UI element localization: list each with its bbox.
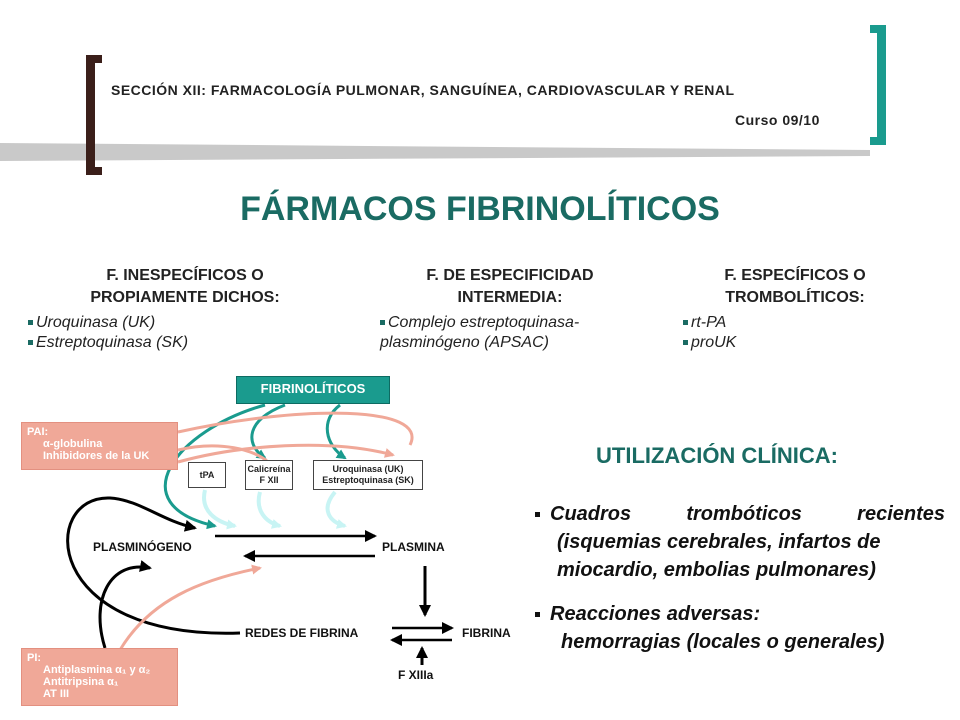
list-item: rt-PA — [683, 313, 736, 333]
pi-line: Antiplasmina α₁ y α₂ — [43, 664, 151, 676]
header-decoration — [0, 25, 886, 175]
arrow-calicreina-to-plasmina — [256, 491, 282, 529]
calicreina-label: Calicreína — [247, 464, 291, 474]
right-bracket-top — [870, 25, 886, 33]
course-label: Curso 09/10 — [735, 112, 820, 128]
column-heading: F. INESPECÍFICOS O — [106, 267, 264, 284]
arrow-pi-to-plasmina — [118, 564, 262, 651]
tpa-box: tPA — [188, 462, 226, 488]
arrow-tpa-to-plasmina — [202, 489, 237, 530]
uso-clinico-list: Cuadros trombóticos recientes (isquemias… — [535, 500, 945, 656]
pai-line: α-globulina — [43, 438, 103, 450]
column-especificos: F. ESPECÍFICOS O TROMBOLÍTICOS: — [680, 265, 910, 309]
page-title: FÁRMACOS FIBRINOLÍTICOS — [240, 190, 720, 228]
list-item-continuation: miocardio, embolias pulmonares) — [557, 559, 876, 581]
column-heading: F. DE ESPECIFICIDAD — [426, 267, 594, 284]
uk-label: Uroquinasa (UK) — [332, 464, 404, 474]
uso-clinico-title: UTILIZACIÓN CLÍNICA: — [596, 443, 838, 468]
pi-line: Antitripsina α₁ — [43, 676, 119, 688]
column-intermedia: F. DE ESPECIFICIDAD INTERMEDIA: — [385, 265, 635, 309]
list-item-continuation: (isquemias cerebrales, infartos de — [557, 531, 881, 553]
sk-label: Estreptoquinasa (SK) — [322, 475, 414, 485]
column-heading: PROPIAMENTE DICHOS: — [90, 289, 280, 306]
fibrina-label: FIBRINA — [462, 626, 511, 640]
pai-line: Inhibidores de la UK — [43, 450, 150, 462]
uk-sk-box: Uroquinasa (UK) Estreptoquinasa (SK) — [313, 460, 423, 490]
calicreina-box: Calicreína F XII — [245, 460, 293, 490]
arrow-fibrinoliticos-to-uk-sk — [325, 403, 347, 460]
pai-title: PAI: — [27, 426, 49, 438]
arrow-uk-to-plasmina — [325, 490, 347, 529]
arrow-fibrinoliticos-to-calicreina — [250, 403, 286, 460]
column-heading: INTERMEDIA: — [457, 289, 563, 306]
fxiiia-label: F XIIIa — [398, 668, 434, 682]
fibrinoliticos-box: FIBRINOLÍTICOS — [236, 376, 390, 404]
fxii-label: F XII — [259, 475, 279, 485]
arrow-pai-to-uk — [177, 443, 395, 464]
list-item: Complejo estreptoquinasa- — [380, 313, 579, 333]
pi-title: PI: — [27, 652, 42, 664]
list-item: proUK — [683, 333, 736, 353]
arrow-pai-to-tpa — [177, 411, 414, 446]
right-bracket-bottom — [870, 137, 886, 145]
list-item: Reacciones adversas: — [535, 600, 945, 628]
column-items: rt-PA proUK — [683, 313, 736, 353]
column-heading: F. ESPECÍFICOS O — [724, 267, 866, 284]
section-title: SECCIÓN XII: FARMACOLOGÍA PULMONAR, SANG… — [111, 82, 735, 98]
arrow-pi-to-plasminogeno — [98, 560, 152, 649]
plasminogeno-label: PLASMINÓGENO — [93, 540, 192, 554]
column-heading: TROMBOLÍTICOS: — [725, 289, 865, 306]
pi-line: AT III — [43, 688, 70, 700]
list-item: plasminógeno (APSAC) — [380, 334, 549, 351]
plasmina-label: PLASMINA — [382, 540, 445, 554]
list-item: Uroquinasa (UK) — [28, 313, 188, 333]
right-bracket-vertical — [877, 25, 886, 145]
left-bracket-vertical — [86, 55, 95, 175]
arrow-pai-to-calicreina — [177, 444, 270, 464]
list-item: Cuadros trombóticos recientes — [535, 500, 945, 528]
left-bracket-top — [86, 55, 102, 63]
left-bracket-bottom — [86, 167, 102, 175]
list-item-continuation: hemorragias (locales o generales) — [561, 631, 885, 653]
column-inespecificos: F. INESPECÍFICOS O PROPIAMENTE DICHOS: — [60, 265, 310, 309]
header-bar — [0, 143, 870, 161]
column-items: Complejo estreptoquinasa- plasminógeno (… — [380, 313, 579, 353]
column-items: Uroquinasa (UK) Estreptoquinasa (SK) — [28, 313, 188, 353]
list-item: Estreptoquinasa (SK) — [28, 333, 188, 353]
arrow-redes-to-plasminogeno-loop — [66, 496, 241, 635]
redes-fibrina-label: REDES DE FIBRINA — [245, 626, 359, 640]
pi-box: PI: Antiplasmina α₁ y α₂ Antitripsina α₁… — [21, 648, 178, 706]
pai-box: PAI: α-globulina Inhibidores de la UK — [21, 422, 178, 470]
